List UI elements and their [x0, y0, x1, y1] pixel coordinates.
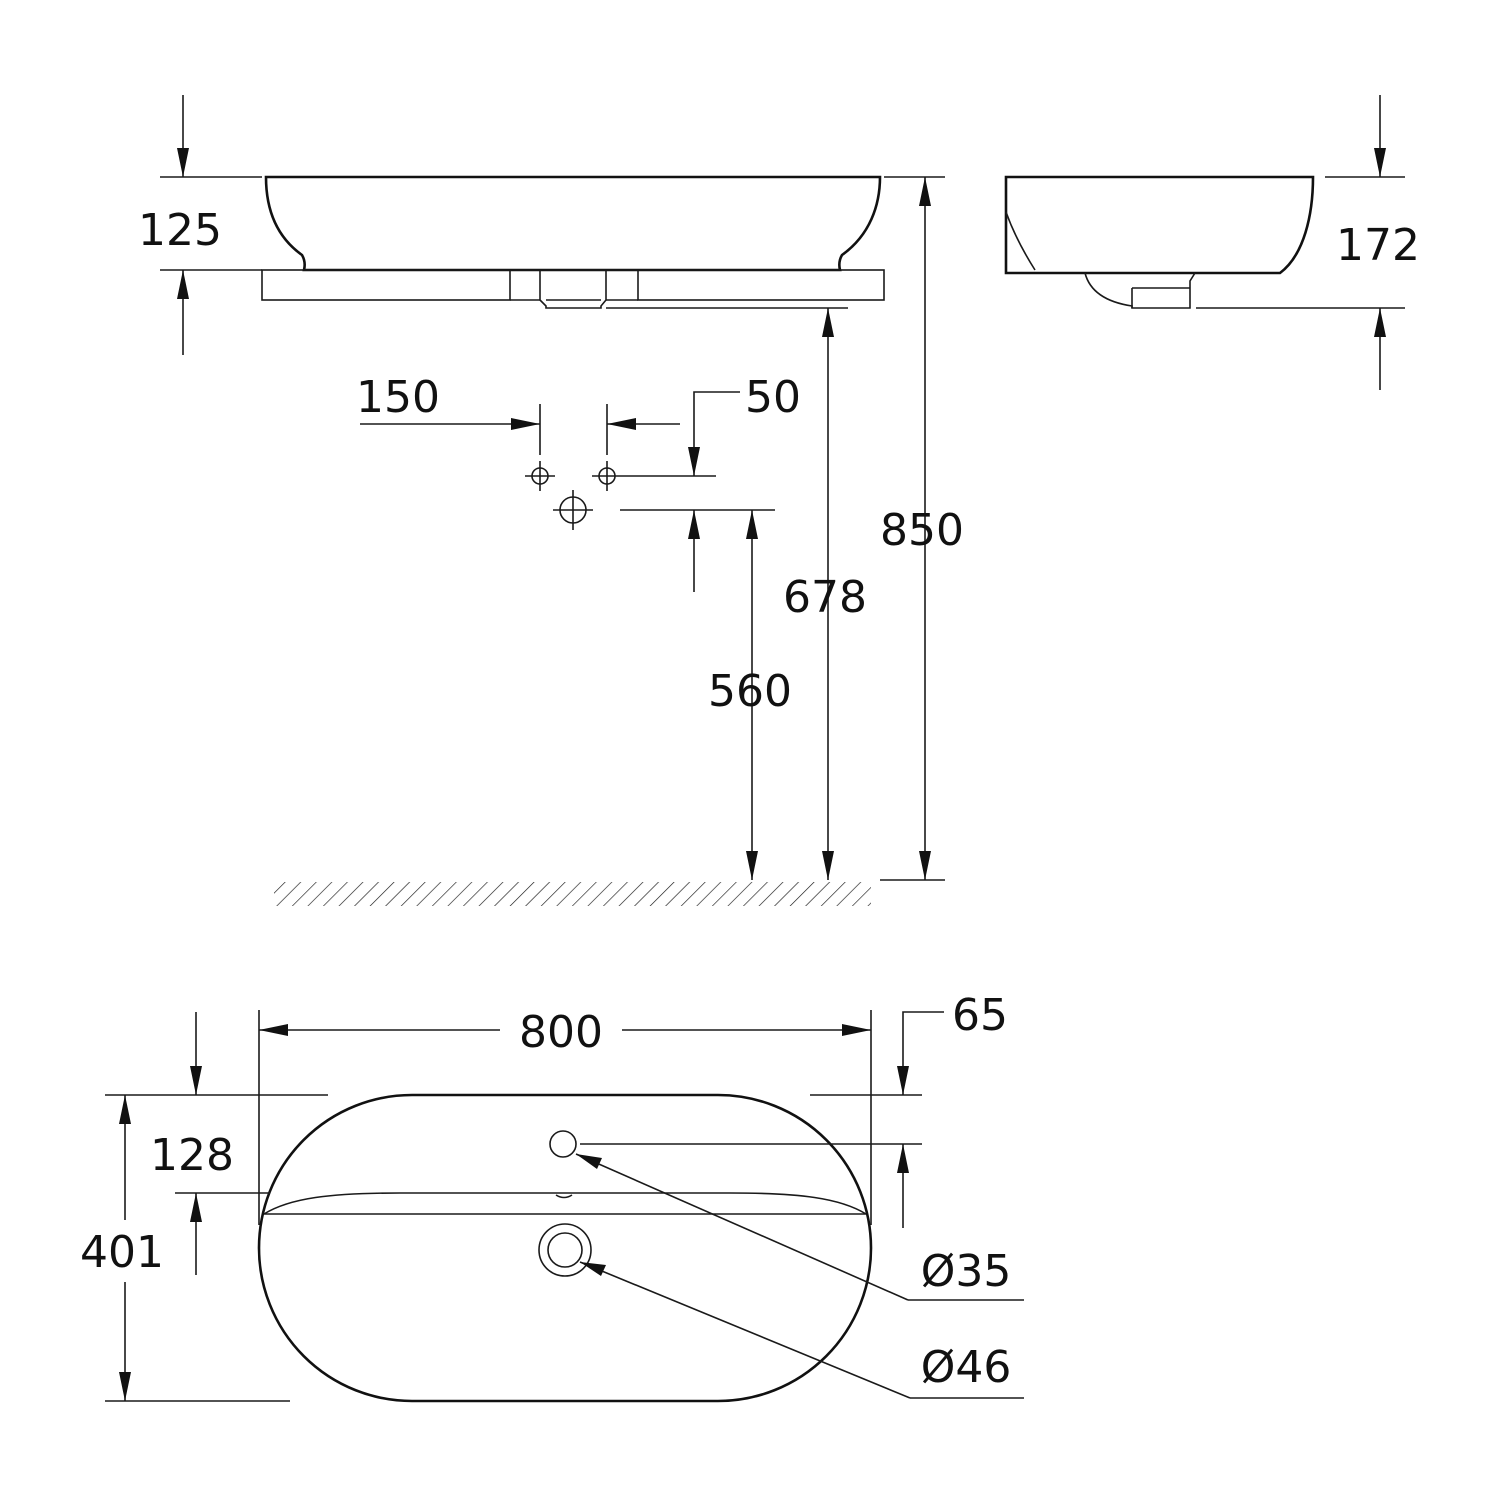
dimension-diameter-46: Ø46 — [921, 1342, 1012, 1393]
dimension-65: 65 — [952, 990, 1008, 1041]
basin-bowl-side — [1004, 175, 1315, 275]
waste-hole-outer — [538, 1223, 592, 1277]
dimension-560: 560 — [708, 666, 792, 717]
dimension-125: 125 — [138, 205, 222, 256]
countertop-left — [261, 269, 511, 301]
overflow-hole — [549, 1130, 577, 1158]
countertop-right — [637, 269, 885, 301]
plan-view: 800 65 128 401 Ø35 Ø46 — [80, 990, 1024, 1403]
dimension-diameter-35: Ø35 — [921, 1246, 1012, 1297]
front-elevation: 125 850 678 560 — [138, 95, 964, 906]
dimension-850: 850 — [880, 505, 964, 556]
rim-line — [263, 1192, 867, 1215]
waste-outlet-front — [539, 270, 607, 309]
waste-outlet-side — [1084, 272, 1196, 309]
side-elevation: 172 — [1004, 95, 1420, 390]
floor — [274, 882, 871, 906]
basin-outline-plan — [257, 1093, 873, 1403]
dimension-800: 800 — [519, 1007, 603, 1058]
basin-bowl-front — [264, 175, 882, 272]
tap-hole-left — [525, 461, 555, 491]
dimension-150: 150 — [356, 372, 440, 423]
dimension-172: 172 — [1336, 220, 1420, 271]
dimension-128: 128 — [150, 1130, 234, 1181]
waste-hole-inner — [547, 1232, 583, 1268]
dimension-678: 678 — [783, 572, 867, 623]
tap-hole-center — [553, 490, 593, 530]
tap-hole-right — [592, 461, 622, 491]
dimension-401: 401 — [80, 1227, 164, 1278]
dimension-50: 50 — [745, 372, 801, 423]
